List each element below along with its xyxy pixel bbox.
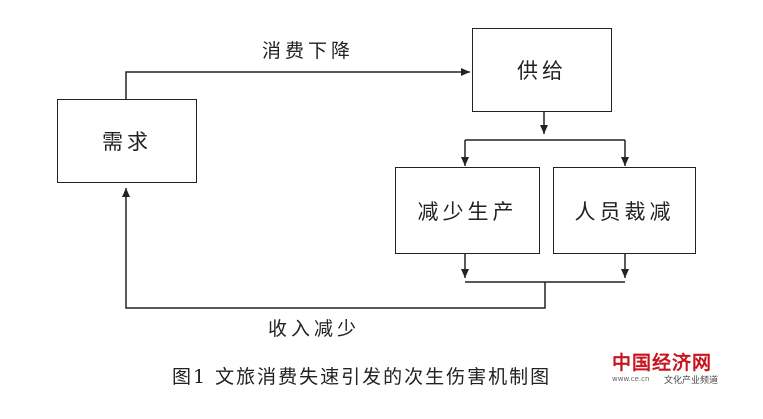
edge-label-income-decrease: 收入减少 — [268, 318, 361, 340]
edge-label-consumption-decline: 消费下降 — [262, 40, 355, 62]
edge-demand-to-supply — [125, 68, 470, 100]
watermark-main: 中国经济网 — [612, 352, 713, 374]
node-demand-label: 需求 — [102, 130, 152, 154]
edge-back-to-demand — [122, 188, 546, 309]
watermark-logo: 中国经济网 www.ce.cn 文化产业频道 — [612, 348, 732, 392]
node-reduce-production: 减少生产 — [395, 167, 540, 254]
node-staff-layoff-label: 人员裁减 — [574, 199, 675, 224]
figure-caption: 图1 文旅消费失速引发的次生伤害机制图 — [172, 366, 552, 388]
node-supply: 供给 — [472, 28, 612, 112]
watermark-url: www.ce.cn — [612, 375, 650, 383]
node-reduce-production-label: 减少生产 — [417, 199, 518, 224]
watermark-sub: 文化产业频道 — [664, 376, 719, 386]
node-demand: 需求 — [57, 99, 197, 183]
node-staff-layoff: 人员裁减 — [553, 167, 696, 254]
node-supply-label: 供给 — [517, 59, 567, 83]
